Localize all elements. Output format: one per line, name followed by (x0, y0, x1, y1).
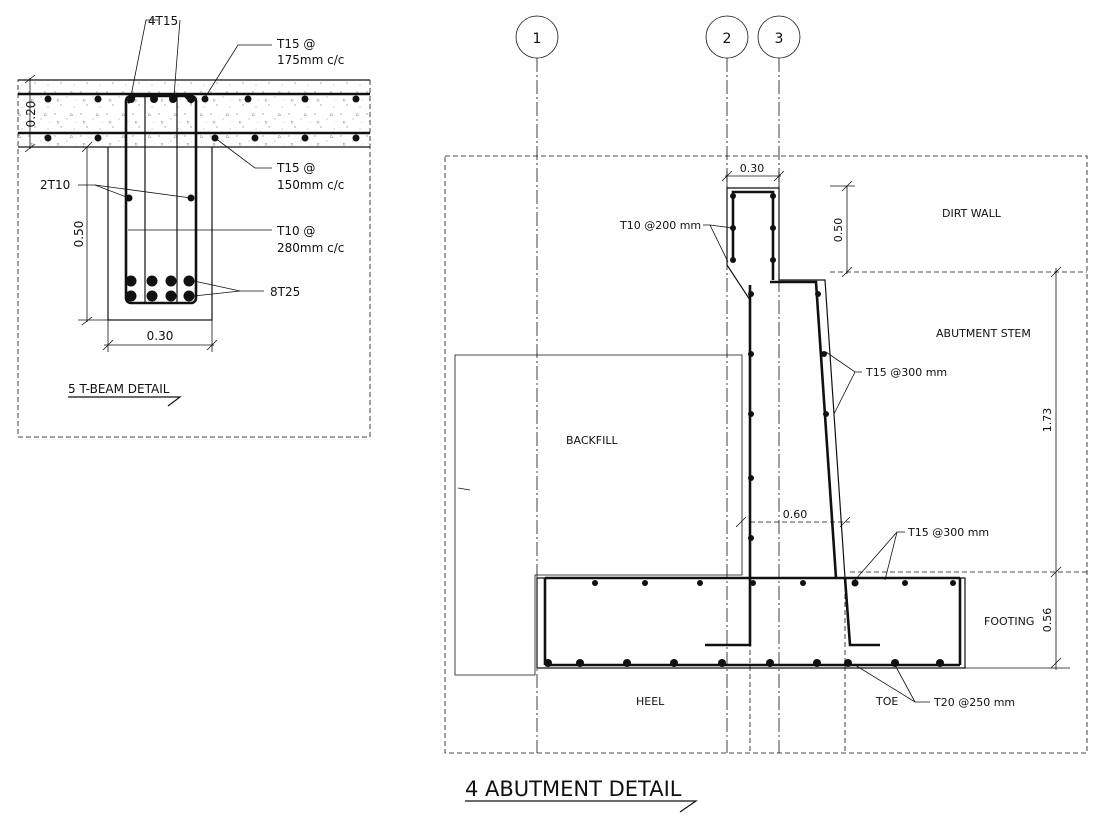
label-stem-bars: T15 @300 mm (865, 366, 947, 379)
inner-stirrup (144, 95, 178, 304)
tbeam-leaders (78, 19, 272, 297)
label-backfill: BACKFILL (566, 434, 618, 447)
grid-label-3: 3 (775, 31, 784, 47)
label-bottom-bars: 8T25 (270, 285, 300, 299)
abutment-dimensions (721, 170, 1070, 670)
label-slab-top-a: T15 @ (276, 37, 315, 51)
dim-web-width: 0.30 (147, 329, 174, 343)
abutment-title-underline (465, 800, 698, 813)
label-toe: TOE (875, 695, 898, 708)
abutment-bar-dots (544, 193, 956, 667)
dim-stem-base-width: 0.60 (783, 508, 808, 521)
label-stirrup-b: 280mm c/c (277, 241, 344, 255)
beam-web (107, 146, 213, 321)
abutment-title: 4 ABUTMENT DETAIL (465, 777, 682, 801)
abutment-leaders (457, 224, 930, 703)
label-slab-top-b: 175mm c/c (277, 53, 344, 67)
slab-bar-dots (44, 95, 360, 142)
label-dirt-wall-bars: T10 @200 mm (619, 219, 701, 232)
label-top-bars: 4T15 (148, 14, 178, 28)
tbeam-detail: 4T15 T15 @ 175mm c/c T15 @ 150mm c/c 2T1… (17, 14, 371, 438)
dim-web-depth: 0.50 (72, 221, 86, 248)
grid-bubble-1 (515, 15, 559, 59)
tbeam-dimensions (24, 74, 218, 352)
grid-label-1: 1 (533, 31, 542, 47)
dim-dirt-wall-width: 0.30 (740, 162, 765, 175)
dim-footing-depth: 0.56 (1041, 608, 1054, 633)
grid-bubble-2 (705, 15, 749, 59)
label-dirt-wall: DIRT WALL (942, 207, 1002, 220)
label-stirrup-a: T10 @ (276, 224, 315, 238)
tbeam-title-underline (68, 396, 182, 407)
abutment-frame (444, 155, 1088, 754)
abutment-rebar (543, 190, 962, 667)
label-heel: HEEL (636, 695, 665, 708)
grid-label-2: 2 (723, 31, 732, 47)
slab-concrete (18, 80, 370, 147)
beam-bar-dots (125, 95, 195, 302)
backfill-soil (454, 354, 743, 676)
label-abutment-stem: ABUTMENT STEM (936, 327, 1031, 340)
label-footing-top-bars: T15 @300 mm (907, 526, 989, 539)
label-slab-bot-a: T15 @ (276, 161, 315, 175)
grid-bubble-3 (757, 15, 801, 59)
label-side-bars: 2T10 (40, 178, 70, 192)
tbeam-title: 5 T-BEAM DETAIL (68, 382, 170, 396)
label-slab-bot-b: 150mm c/c (277, 178, 344, 192)
label-footing-bot-bars: T20 @250 mm (933, 696, 1015, 709)
dim-slab-depth: 0.20 (24, 101, 38, 128)
label-footing: FOOTING (984, 615, 1034, 628)
abutment-detail: 1 2 3 (444, 15, 1088, 813)
dim-dirt-wall-height: 0.50 (832, 218, 845, 243)
dim-stem-height: 1.73 (1041, 408, 1054, 433)
